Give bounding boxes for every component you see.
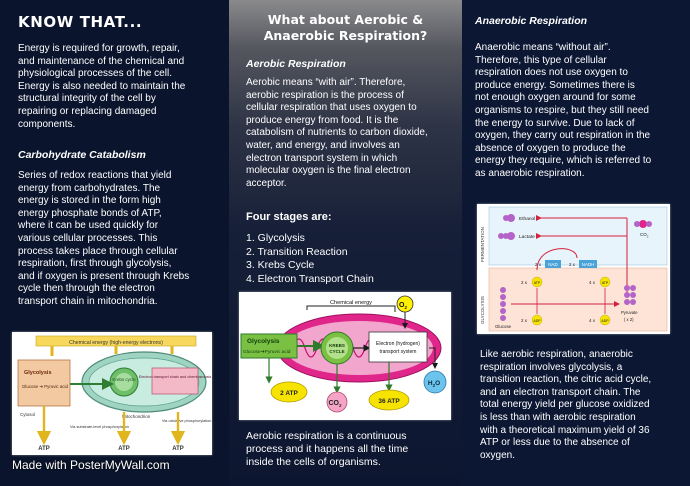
intro-paragraph: Energy is required for growth, repair, a… xyxy=(18,43,186,130)
cytosol-label: Cytosol xyxy=(20,412,35,417)
aerobic-paragraph: Aerobic means “with air”. Therefore, aer… xyxy=(246,77,428,189)
stage-item: 4. Electron Transport Chain xyxy=(246,272,374,285)
o2-label: O2 xyxy=(399,302,407,310)
stage-list: 1. Glycolysis 2. Transition Reaction 3. … xyxy=(246,232,374,286)
glycolysis-side-label: GLYCOLYSIS xyxy=(480,296,485,324)
energy-bar-label: Chemical energy (high-energy electrons) xyxy=(69,340,163,346)
aerobic-respiration-diagram: Chemical energy O2 Glycolysis Glucose➜Py… xyxy=(239,292,451,420)
stage-item: 3. Krebs Cycle xyxy=(246,259,315,271)
atp-multiplier-1: 2 x xyxy=(521,280,528,285)
co2-ferment-label: CO2 xyxy=(640,232,649,239)
nadh-label: NADH xyxy=(582,262,595,267)
etc-box-line2: transport system xyxy=(380,349,417,355)
adp-circle-1: ADP xyxy=(533,319,541,323)
atp-circle-2: ATP xyxy=(602,281,609,285)
substrate-phos-label-1: Via substrate-level phosphorylation xyxy=(70,425,129,429)
atp-36-label: 36 ATP xyxy=(378,398,400,405)
atp-label-2: ATP xyxy=(118,446,130,452)
co2-label: CO2 xyxy=(328,400,342,408)
krebs-circle-line2: CYCLE xyxy=(329,349,344,354)
mitochondrion-label: Mitochondrion xyxy=(122,414,151,419)
glucose-pyruvic-box-label: Glucose➜Pyruvic acid xyxy=(243,349,291,355)
atp-2-label: 2 ATP xyxy=(280,390,298,397)
catabolism-paragraph: Series of redox reactions that yield ene… xyxy=(18,170,190,307)
anaerobic-heading: Anaerobic Respiration xyxy=(475,15,588,27)
krebs-circle-line1: KREBS xyxy=(329,343,345,348)
h2o-label: H2O xyxy=(428,380,440,388)
nad-multiplier-1: 2 x xyxy=(535,262,542,267)
know-that-heading: KNOW THAT... xyxy=(18,13,143,31)
chemical-energy-label: Chemical energy xyxy=(330,300,372,306)
fermentation-diagram: FERMENTATION GLYCOLYSIS Ethanol Lactate … xyxy=(477,204,670,334)
nad-multiplier-2: 2 x xyxy=(569,262,576,267)
atp-label-3: ATP xyxy=(172,446,184,452)
etc-label: Electron transport chain and chemiosmosi… xyxy=(139,375,212,379)
adp-multiplier-2: 4 x xyxy=(589,318,596,323)
atp-circle-1: ATP xyxy=(534,281,541,285)
watermark: Made with PosterMyWall.com xyxy=(12,458,170,472)
cellular-respiration-diagram: Chemical energy (high-energy electrons) … xyxy=(12,332,212,455)
glucose-label: Glucose xyxy=(495,324,512,329)
pyruvate-label: Pyruvate xyxy=(621,310,638,315)
stage-item: 2. Transition Reaction xyxy=(246,245,348,258)
four-stages-heading: Four stages are: xyxy=(246,211,332,223)
aerobic-footer-paragraph: Aerobic respiration is a continuous proc… xyxy=(246,430,409,468)
anaerobic-footer-paragraph: Like aerobic respiration, anaerobic resp… xyxy=(480,349,652,461)
ethanol-label: Ethanol xyxy=(519,216,535,222)
aerobic-anaerobic-title: What about Aerobic & Anaerobic Respirati… xyxy=(263,12,428,43)
krebs-cycle-label: Krebs cycle xyxy=(112,377,136,382)
carbohydrate-catabolism-heading: Carbohydrate Catabolism xyxy=(18,149,146,161)
adp-multiplier-1: 2 x xyxy=(521,318,528,323)
etc-box-line1: Electron (hydrogen) xyxy=(376,341,420,347)
pyruvate-count-label: ( x 2) xyxy=(624,317,634,322)
adp-circle-2: ADP xyxy=(601,319,609,323)
glycolysis-label: Glycolysis xyxy=(24,370,52,376)
stage-item: 1. Glycolysis xyxy=(246,232,305,244)
nad-label: NAD xyxy=(548,262,558,267)
lactate-label: Lactate xyxy=(519,234,535,240)
aerobic-heading: Aerobic Respiration xyxy=(246,58,346,70)
glycolysis-box-label: Glycolysis xyxy=(247,338,280,345)
atp-multiplier-2: 4 x xyxy=(589,280,596,285)
glucose-pyruvic-label: Glucose ➜ Pyruvic acid xyxy=(22,384,68,389)
anaerobic-paragraph: Anaerobic means “without air”. Therefore… xyxy=(475,42,652,179)
atp-label-1: ATP xyxy=(38,446,50,452)
oxidative-phos-label: Via oxidative phosphorylation xyxy=(162,419,211,423)
fermentation-side-label: FERMENTATION xyxy=(480,227,485,262)
